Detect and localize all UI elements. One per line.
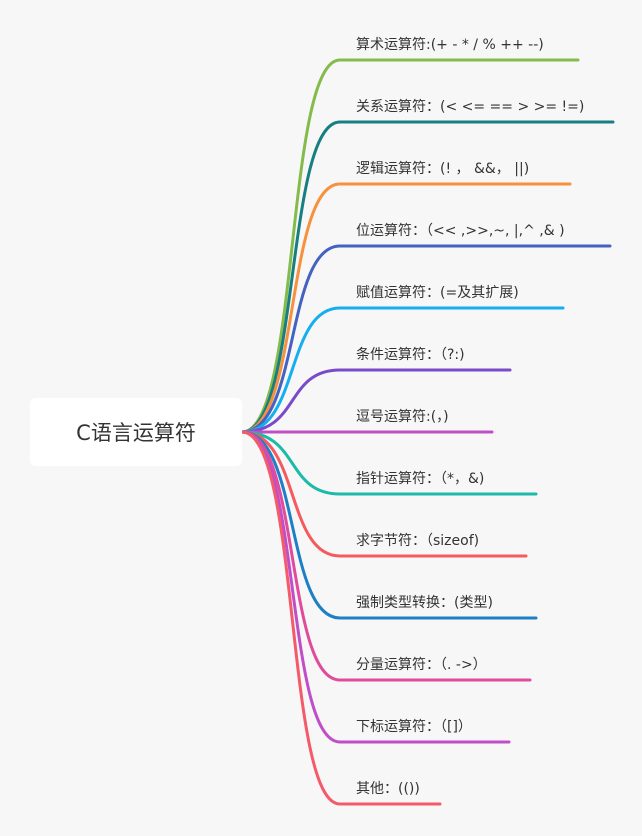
branch-node[interactable]: 赋值运算符：(=及其扩展) — [356, 285, 519, 301]
branch-connector — [240, 182, 572, 434]
branch-node[interactable]: 逗号运算符:(，) — [356, 409, 449, 425]
branch-connector — [240, 430, 442, 806]
branch-node[interactable]: 下标运算符：（[]） — [356, 719, 472, 735]
branch-node[interactable]: 逻辑运算符：(! ， &&， ||) — [356, 161, 530, 177]
branch-node[interactable]: 其他：(()) — [356, 781, 420, 797]
branch-connector — [240, 58, 580, 434]
branch-node[interactable]: 强制类型转换：(类型) — [356, 595, 493, 611]
branch-connector — [240, 244, 612, 434]
branch-connector — [240, 430, 511, 744]
branch-connector — [240, 306, 565, 434]
branch-connector — [240, 430, 538, 496]
branch-node[interactable]: 条件运算符：（?:) — [356, 347, 465, 363]
branch-node[interactable]: 求字节符：（sizeof) — [356, 533, 480, 549]
branch-node[interactable]: 关系运算符：(< <= == > >= !=) — [356, 99, 585, 115]
branch-connector — [240, 430, 538, 620]
root-node[interactable]: C语言运算符 — [30, 398, 242, 466]
branch-connector — [240, 430, 532, 682]
branch-connector — [240, 120, 615, 434]
branch-connector — [240, 430, 528, 558]
root-label: C语言运算符 — [76, 421, 196, 445]
branch-node[interactable]: 指针运算符：（*，&) — [356, 471, 485, 487]
branch-connector — [240, 368, 512, 434]
branch-node[interactable]: 算术运算符:(+ - * / % ++ --) — [356, 37, 544, 53]
branch-node[interactable]: 位运算符：（<< ,>>,~, |,^ ,& ) — [356, 223, 565, 239]
branch-node[interactable]: 分量运算符：（. ->） — [356, 657, 487, 673]
